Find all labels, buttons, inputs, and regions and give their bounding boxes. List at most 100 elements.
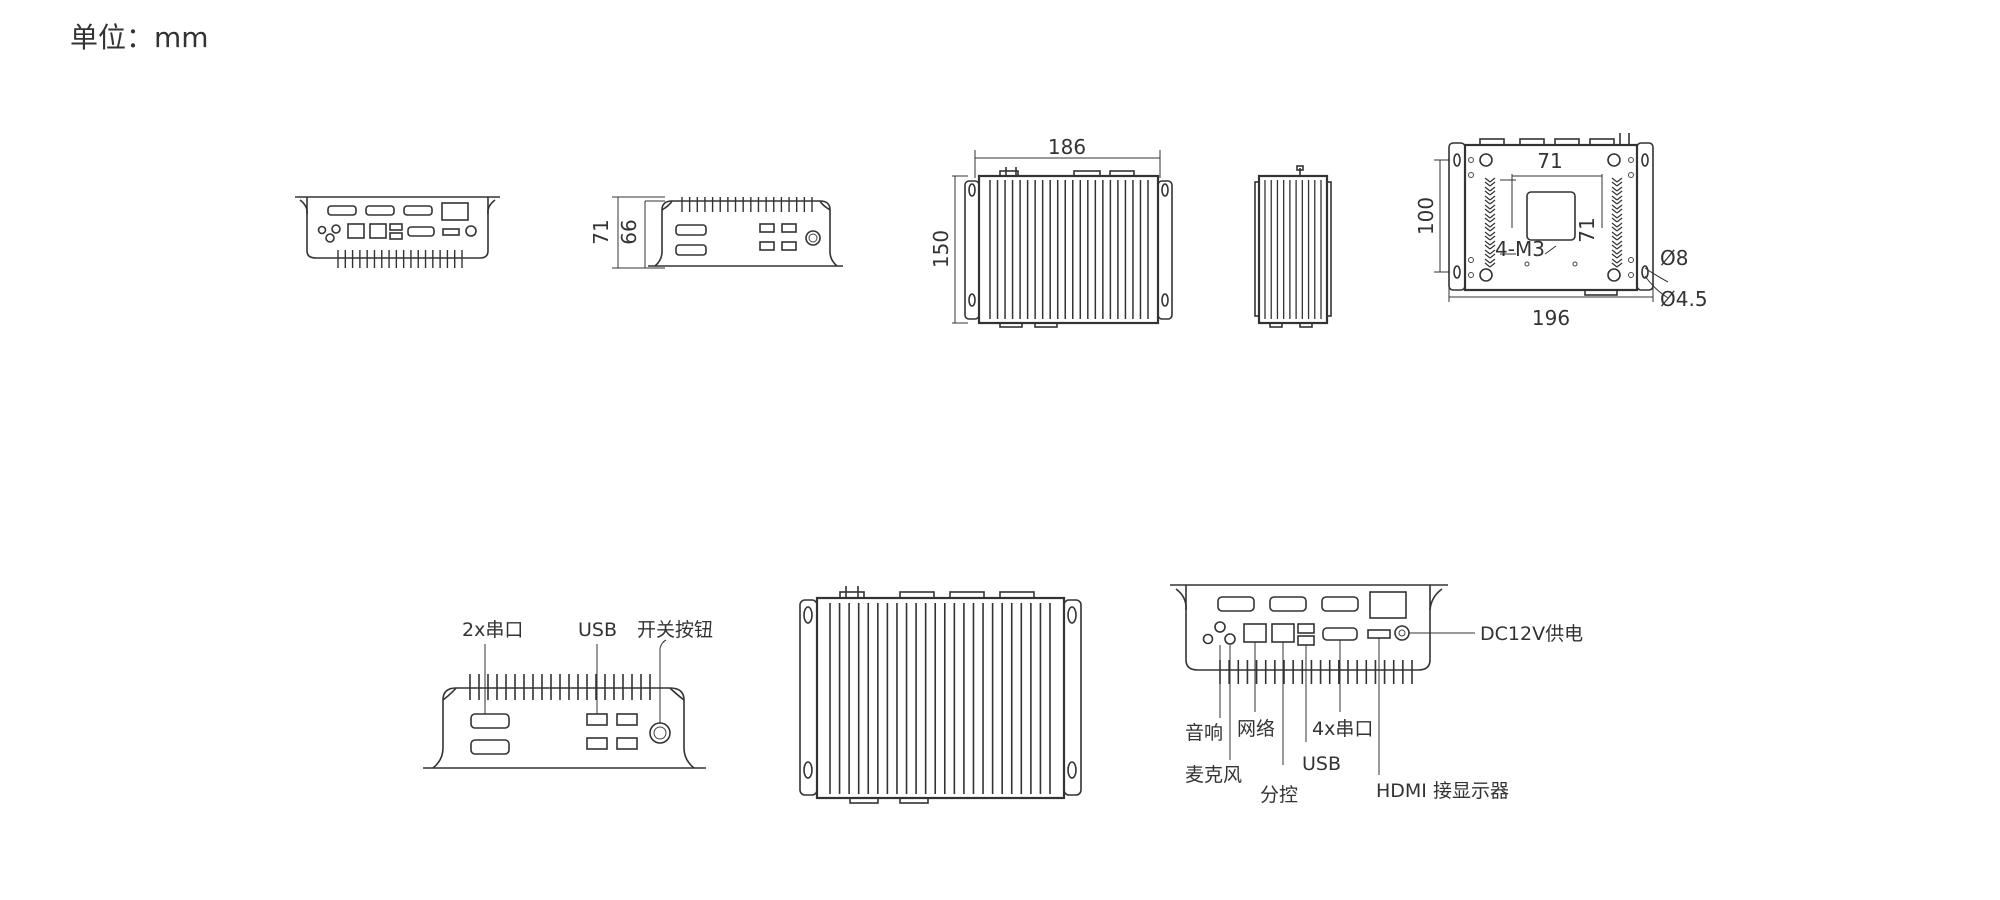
- side-view: [1254, 165, 1332, 328]
- side-fins: [1264, 180, 1322, 319]
- fin-line: [1611, 231, 1618, 237]
- fin-line: [1489, 181, 1496, 187]
- fin-line: [1484, 226, 1491, 232]
- heatsink-fins-small: [337, 250, 463, 268]
- fin-line: [1489, 262, 1496, 268]
- top-fins-large: [829, 603, 1051, 794]
- fin-line: [1616, 204, 1623, 210]
- fin-line: [1484, 217, 1491, 223]
- front-panel-view-labeled: 2x串口 USB 开关按钮: [423, 619, 713, 769]
- fin-line: [1484, 208, 1491, 214]
- dim-hole-dia-8: Ø8: [1660, 246, 1688, 270]
- fin-line: [1616, 258, 1623, 264]
- fin-line: [1489, 253, 1496, 259]
- callout-mic: 麦克风: [1185, 764, 1242, 786]
- fin-line: [1611, 204, 1618, 210]
- fin-line: [1611, 240, 1618, 246]
- bottom-view-dimensioned: 71 71 4-M3 100 196 Ø8 Ø4.5: [1414, 133, 1708, 330]
- fin-line: [1489, 208, 1496, 214]
- fin-line: [1611, 213, 1618, 219]
- fin-line: [1484, 240, 1491, 246]
- dim-hole-spacing-71: 71: [1537, 149, 1562, 173]
- fin-line: [1484, 213, 1491, 219]
- bottom-vents: [1484, 177, 1623, 268]
- fin-line: [1484, 186, 1491, 192]
- fin-line: [1616, 217, 1623, 223]
- fin-line: [1616, 195, 1623, 201]
- fin-line: [1611, 235, 1618, 241]
- fin-line: [1611, 262, 1618, 268]
- fin-line: [1611, 226, 1618, 232]
- callout-audio: 音响: [1185, 722, 1223, 744]
- fin-line: [1489, 177, 1496, 183]
- fin-line: [1611, 249, 1618, 255]
- dim-width-186: 186: [1048, 135, 1086, 159]
- top-fins: [989, 180, 1149, 319]
- fin-line: [1616, 177, 1623, 183]
- rear-panel-view-small: [295, 196, 500, 268]
- fin-line: [1489, 258, 1496, 264]
- fin-line: [1484, 190, 1491, 196]
- fin-line: [1489, 222, 1496, 228]
- heatsink-fins-rear-large: [1219, 660, 1413, 684]
- fin-line: [1484, 258, 1491, 264]
- fin-line: [1484, 199, 1491, 205]
- callout-network: 网络: [1237, 718, 1275, 740]
- callout-power-button: 开关按钮: [637, 619, 713, 641]
- callout-hdmi: HDMI 接显示器: [1376, 780, 1509, 802]
- fin-line: [1484, 181, 1491, 187]
- callout-usb-front: USB: [578, 619, 617, 641]
- fin-line: [1611, 199, 1618, 205]
- fin-line: [1489, 240, 1496, 246]
- fin-line: [1484, 249, 1491, 255]
- screw-hole-label: 4-M3: [1495, 237, 1545, 261]
- fin-line: [1484, 235, 1491, 241]
- callout-serial-4x: 4x串口: [1312, 718, 1373, 740]
- fin-line: [1484, 244, 1491, 250]
- fin-line: [1489, 217, 1496, 223]
- fin-line: [1611, 186, 1618, 192]
- fin-line: [1484, 204, 1491, 210]
- fin-line: [1611, 222, 1618, 228]
- fin-line: [1484, 177, 1491, 183]
- fin-line: [1489, 235, 1496, 241]
- callout-dc-power: DC12V供电: [1480, 623, 1583, 645]
- fin-line: [1489, 231, 1496, 237]
- fin-line: [1616, 226, 1623, 232]
- fin-line: [1611, 217, 1618, 223]
- fin-line: [1611, 190, 1618, 196]
- fin-line: [1616, 181, 1623, 187]
- front-panel-view-small: 71 66: [589, 196, 843, 269]
- fin-line: [1484, 195, 1491, 201]
- fin-line: [1616, 249, 1623, 255]
- fin-line: [1489, 213, 1496, 219]
- fin-line: [1611, 177, 1618, 183]
- heatsink-fins-front: [681, 197, 813, 212]
- fin-line: [1489, 204, 1496, 210]
- dim-width-196: 196: [1532, 306, 1570, 330]
- fin-line: [1616, 231, 1623, 237]
- fin-line: [1616, 253, 1623, 259]
- callout-remote-control: 分控: [1260, 784, 1298, 806]
- fin-line: [1616, 186, 1623, 192]
- fin-line: [1484, 253, 1491, 259]
- rear-panel-view-labeled: DC12V供电 音响 麦克风 网络 分控 4x串口 USB HDMI 接显示器: [1170, 584, 1583, 806]
- fin-line: [1489, 244, 1496, 250]
- fin-line: [1616, 235, 1623, 241]
- top-view-dimensioned: 186 150: [929, 135, 1173, 328]
- unit-label: 单位：mm: [70, 21, 209, 54]
- fin-line: [1489, 249, 1496, 255]
- fin-line: [1616, 208, 1623, 214]
- fin-line: [1611, 208, 1618, 214]
- fin-line: [1611, 258, 1618, 264]
- dim-height-71: 71: [589, 219, 613, 244]
- fin-line: [1616, 199, 1623, 205]
- fin-line: [1616, 262, 1623, 268]
- callout-serial-2x: 2x串口: [462, 619, 523, 641]
- dim-height-66: 66: [617, 219, 641, 244]
- dim-depth-150: 150: [929, 230, 953, 268]
- fin-line: [1489, 190, 1496, 196]
- fin-line: [1616, 222, 1623, 228]
- dim-depth-100: 100: [1414, 197, 1438, 235]
- dim-hole-spacing-71-v: 71: [1575, 217, 1599, 242]
